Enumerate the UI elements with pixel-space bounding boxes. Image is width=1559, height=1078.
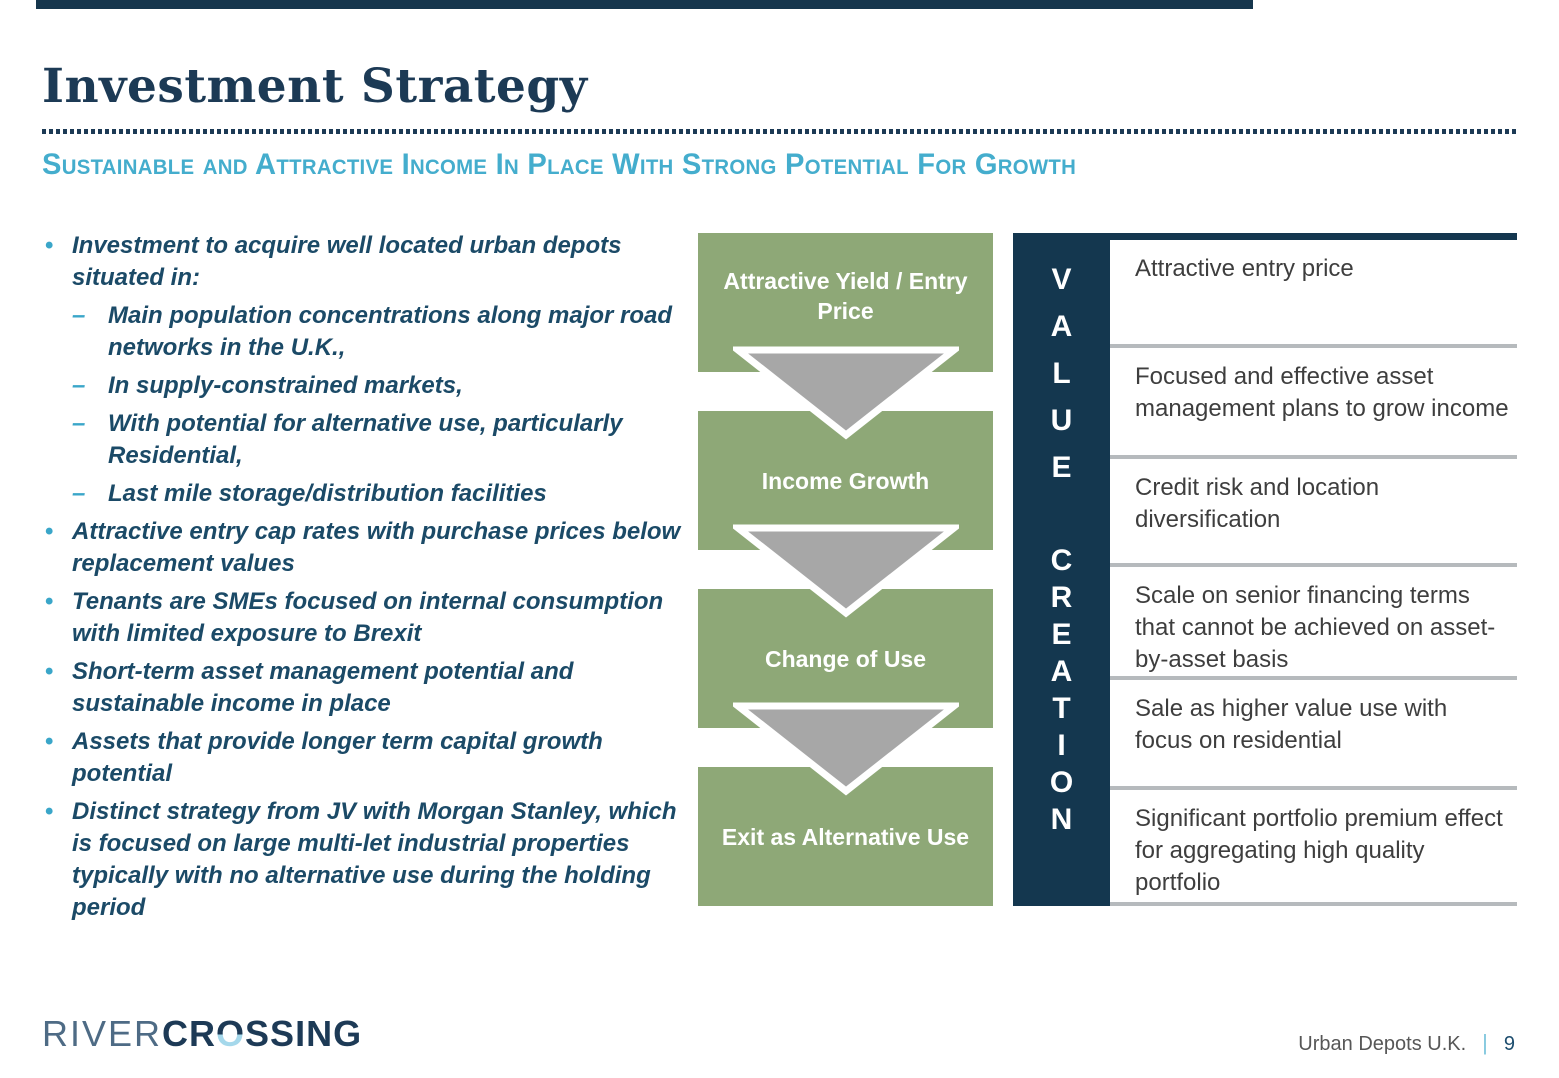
bullet-icon: • bbox=[45, 798, 54, 825]
value-creation-items: Attractive entry price Focused and effec… bbox=[1110, 240, 1517, 906]
vertical-letter: O bbox=[1049, 766, 1074, 799]
flow-step-label: Income Growth bbox=[761, 467, 930, 494]
sub-bullet-text: In supply-constrained markets, bbox=[108, 372, 463, 399]
bullet-text: Assets that provide longer term capital … bbox=[72, 728, 603, 787]
panel-body: V A L U E C R E A T I O N Attractive ent… bbox=[1013, 240, 1517, 906]
footer-doc-title: Urban Depots U.K. bbox=[1298, 1033, 1467, 1055]
value-creation-vertical-label: V A L U E C R E A T I O N bbox=[1013, 240, 1110, 906]
top-accent-bar bbox=[36, 0, 1253, 9]
vertical-letter: N bbox=[1050, 803, 1073, 836]
down-triangle-icon bbox=[732, 524, 959, 618]
footer-separator: | bbox=[1482, 1030, 1488, 1055]
bullet-text: Investment to acquire well located urban… bbox=[72, 232, 622, 291]
vertical-letter: R bbox=[1050, 581, 1073, 614]
panel-top-border bbox=[1013, 233, 1517, 240]
sub-list-item: – With potential for alternative use, pa… bbox=[42, 408, 697, 472]
bullet-text: Tenants are SMEs focused on internal con… bbox=[72, 588, 664, 647]
dash-icon: – bbox=[72, 302, 86, 329]
flow-step-label: Exit as Alternative Use bbox=[721, 823, 970, 850]
bullet-icon: • bbox=[45, 658, 54, 685]
list-item: • Assets that provide longer term capita… bbox=[42, 726, 697, 790]
vertical-word-value: V A L U E bbox=[1013, 256, 1110, 491]
value-creation-item: Sale as higher value use with focus on r… bbox=[1110, 680, 1517, 790]
list-item: • Attractive entry cap rates with purcha… bbox=[42, 516, 697, 580]
investment-highlights-list: • Investment to acquire well located urb… bbox=[42, 230, 697, 930]
value-creation-panel: V A L U E C R E A T I O N Attractive ent… bbox=[1013, 233, 1517, 906]
vertical-letter: E bbox=[1051, 618, 1072, 651]
value-creation-item: Significant portfolio premium effect for… bbox=[1110, 790, 1517, 906]
sub-bullet-text: Last mile storage/distribution facilitie… bbox=[108, 480, 547, 507]
dash-icon: – bbox=[72, 480, 86, 507]
vertical-letter: L bbox=[1052, 357, 1071, 390]
bullet-text: Short-term asset management potential an… bbox=[72, 658, 574, 717]
bullet-icon: • bbox=[45, 588, 54, 615]
flow-step-label: Change of Use bbox=[764, 645, 927, 672]
bullet-text: Distinct strategy from JV with Morgan St… bbox=[72, 798, 677, 921]
logo-crossing-text: SSING bbox=[245, 1013, 363, 1054]
bullet-icon: • bbox=[45, 518, 54, 545]
sub-bullet-text: Main population concentrations along maj… bbox=[108, 302, 673, 361]
logo-crossing-text: CR bbox=[162, 1013, 217, 1054]
strategy-flow-diagram: Attractive Yield / Entry Price Income Gr… bbox=[698, 233, 993, 906]
vertical-letter: V bbox=[1051, 263, 1072, 296]
sub-bullet-text: With potential for alternative use, part… bbox=[108, 410, 623, 469]
value-creation-item: Attractive entry price bbox=[1110, 240, 1517, 348]
list-item: • Investment to acquire well located urb… bbox=[42, 230, 697, 294]
bullet-text: Attractive entry cap rates with purchase… bbox=[72, 518, 681, 577]
sub-list-item: – Last mile storage/distribution facilit… bbox=[42, 478, 697, 510]
vertical-letter: E bbox=[1051, 451, 1072, 484]
footer-page-number: 9 bbox=[1503, 1033, 1515, 1055]
vertical-letter: T bbox=[1052, 692, 1071, 725]
down-triangle-icon bbox=[732, 346, 959, 440]
list-item: • Short-term asset management potential … bbox=[42, 656, 697, 720]
flow-step-label: Attractive Yield / Entry Price bbox=[723, 268, 968, 324]
page-title: Investment Strategy bbox=[42, 59, 588, 114]
vertical-letter: I bbox=[1057, 729, 1066, 762]
vertical-word-creation: C R E A T I O N bbox=[1013, 542, 1110, 838]
dotted-divider bbox=[42, 129, 1517, 134]
sub-list-item: – Main population concentrations along m… bbox=[42, 300, 697, 364]
logo-river-o-icon: O bbox=[216, 1013, 246, 1054]
list-item: • Distinct strategy from JV with Morgan … bbox=[42, 796, 697, 924]
value-creation-item: Credit risk and location diversification bbox=[1110, 459, 1517, 567]
dash-icon: – bbox=[72, 372, 86, 399]
value-creation-item: Scale on senior financing terms that can… bbox=[1110, 567, 1517, 680]
page-subtitle: Sustainable and Attractive Income In Pla… bbox=[42, 148, 1077, 181]
dash-icon: – bbox=[72, 410, 86, 437]
vertical-letter: U bbox=[1050, 404, 1073, 437]
down-triangle-icon bbox=[732, 702, 959, 796]
vertical-letter: C bbox=[1050, 544, 1073, 577]
footer-meta: Urban Depots U.K. | 9 bbox=[1298, 1030, 1515, 1057]
bullet-icon: • bbox=[45, 728, 54, 755]
bullet-icon: • bbox=[45, 232, 54, 259]
vertical-letter: A bbox=[1050, 310, 1073, 343]
flow-step-exit-alternative-use: Exit as Alternative Use bbox=[698, 767, 993, 906]
rivercrossing-logo: RIVERCROSSING bbox=[42, 1012, 362, 1056]
vertical-letter: A bbox=[1050, 655, 1073, 688]
value-creation-item: Focused and effective asset management p… bbox=[1110, 348, 1517, 459]
sub-list-item: – In supply-constrained markets, bbox=[42, 370, 697, 402]
list-item: • Tenants are SMEs focused on internal c… bbox=[42, 586, 697, 650]
logo-river-text: RIVER bbox=[42, 1013, 163, 1054]
